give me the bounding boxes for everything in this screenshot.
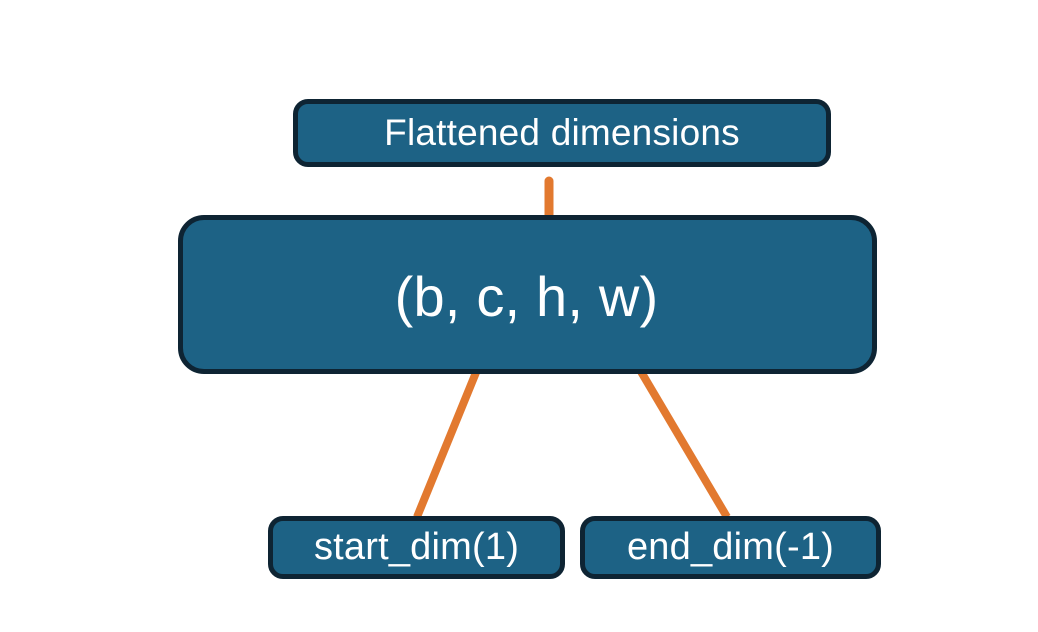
tensor-shape-box: (b, c, h, w) [178, 215, 877, 374]
end-dim-label: end_dim(-1) [626, 526, 835, 568]
start-dim-box: start_dim(1) [268, 516, 565, 579]
tensor-shape-label: (b, c, h, w) [394, 265, 659, 328]
flattened-dimensions-box: Flattened dimensions [293, 99, 831, 167]
start-dim-label: start_dim(1) [313, 526, 520, 568]
end-dim-box: end_dim(-1) [580, 516, 881, 579]
flattened-dimensions-label: Flattened dimensions [384, 112, 740, 153]
